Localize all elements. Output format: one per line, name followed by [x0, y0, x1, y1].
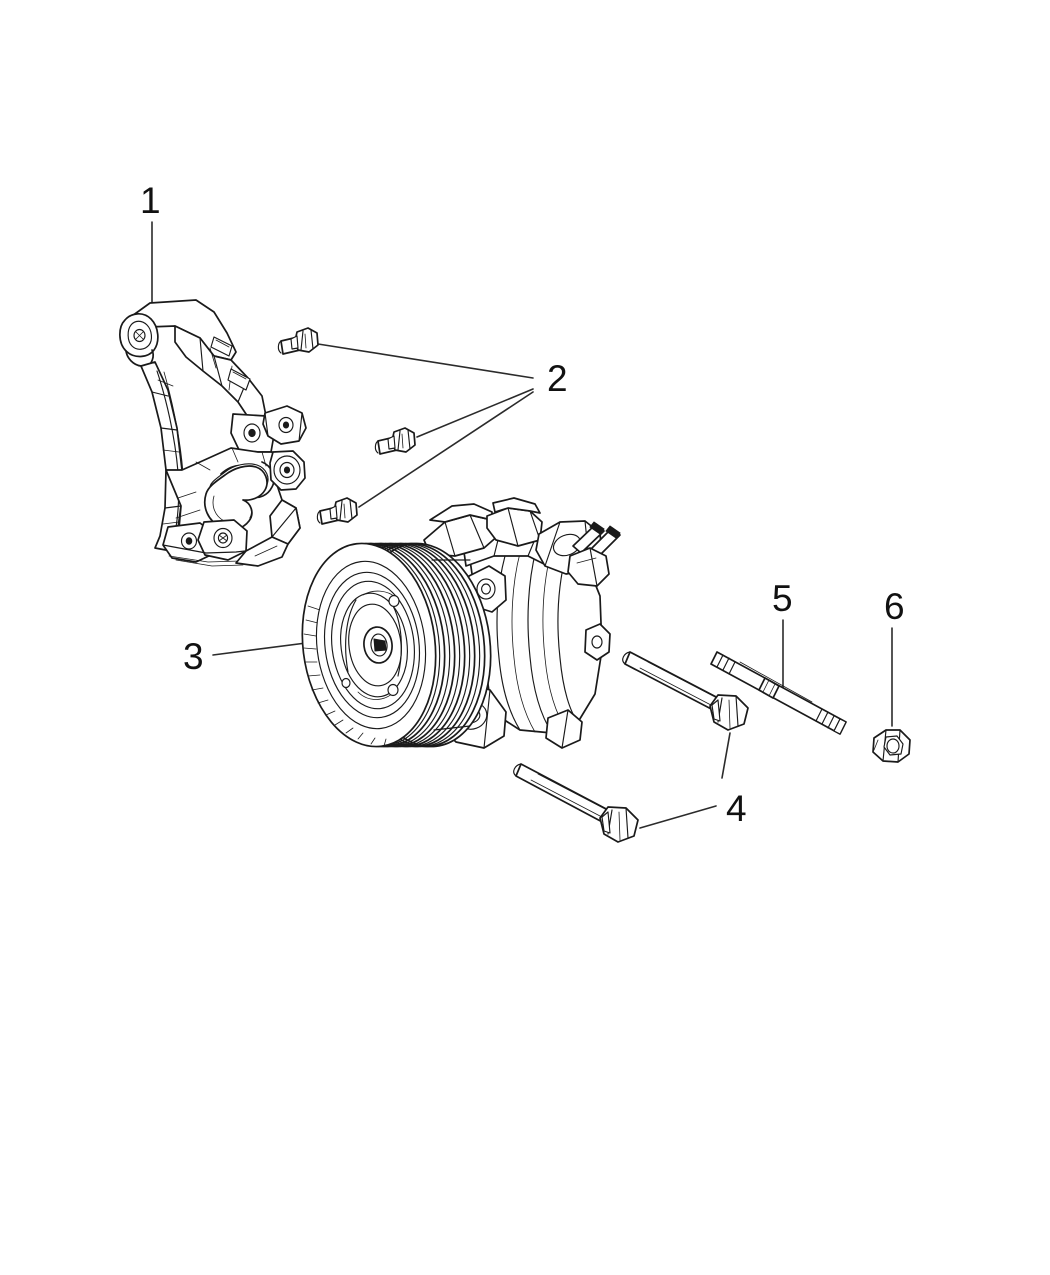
- part-hex-flange-nut: [872, 729, 911, 763]
- long-bolt-1: [622, 651, 749, 731]
- callout-number-1: 1: [140, 180, 161, 221]
- callout-number-2: 2: [547, 358, 568, 399]
- bolt-short-3: [316, 497, 358, 525]
- part-long-through-bolts: [513, 651, 749, 843]
- leader-line-4a: [721, 732, 731, 779]
- leader-line-2c: [358, 391, 534, 508]
- callout-number-3: 3: [183, 636, 204, 677]
- leader-line-2a: [317, 343, 534, 379]
- pulley-groove-texture: [303, 605, 387, 747]
- part-bracket-mounting-bolts: [277, 327, 416, 525]
- compressor-clutch-pulley: [301, 542, 492, 748]
- callout-number-6: 6: [884, 586, 905, 627]
- leader-line-2b: [416, 388, 534, 438]
- callout-number-4: 4: [726, 788, 747, 829]
- long-bolt-2: [513, 763, 639, 843]
- part-ac-compressor: [301, 497, 621, 749]
- part-threaded-stud: [710, 651, 847, 735]
- bolt-short-2: [374, 427, 416, 455]
- leader-lines: [151, 221, 893, 829]
- leader-line-4b: [639, 805, 717, 829]
- callout-number-5: 5: [772, 578, 793, 619]
- part-compressor-mounting-bracket: [119, 299, 307, 567]
- bolt-short-1: [277, 327, 319, 355]
